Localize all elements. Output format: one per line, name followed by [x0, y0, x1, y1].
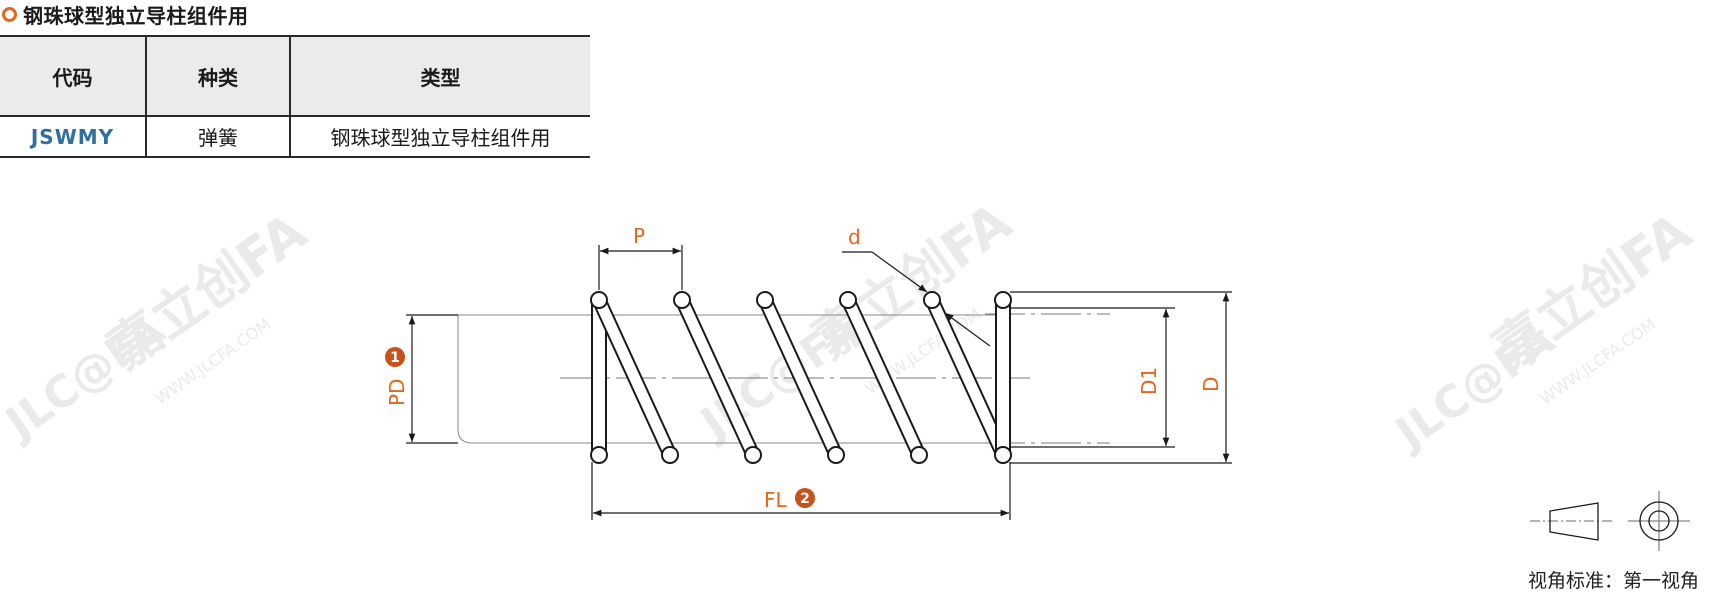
- view-standard-label: 视角标准：第一视角: [1528, 570, 1700, 592]
- badge-pd-number: 1: [390, 350, 400, 366]
- dimension-labels: P d PD D1 D FL: [385, 224, 1223, 512]
- label-d-wire: d: [848, 225, 861, 249]
- badge-fl-number: 2: [800, 491, 810, 507]
- header-code: 代码: [0, 35, 146, 117]
- watermark-right: JLC@FA 嘉立创FA WWW.JLCFA.COM: [1385, 202, 1703, 461]
- header-type: 类型: [289, 35, 590, 117]
- page-title: 钢珠球型独立导柱组件用: [23, 3, 249, 28]
- badge-pd-circle: [385, 347, 405, 367]
- label-p: P: [633, 224, 645, 248]
- table-row: JSWMY 弹簧 钢珠球型独立导柱组件用: [0, 116, 590, 158]
- watermark-left: JLC@FA 嘉立创FA WWW.JLCFA.COM: [0, 202, 317, 451]
- cell-code[interactable]: JSWMY: [0, 116, 146, 158]
- badge-fl-circle: [795, 488, 815, 508]
- spec-table: 代码 种类 类型 JSWMY 弹簧 钢珠球型独立导柱组件用: [0, 35, 590, 158]
- spring-coils: [590, 291, 1012, 464]
- label-pd: PD: [385, 379, 409, 406]
- cell-type: 钢珠球型独立导柱组件用: [289, 116, 590, 158]
- guide-post-outline: [457, 314, 1000, 444]
- label-fl: FL: [764, 488, 788, 512]
- header-kind: 种类: [145, 35, 290, 117]
- table-header-row: 代码 种类 类型: [0, 35, 590, 117]
- wire-dim-leader: [871, 251, 928, 293]
- badge-fl: 2: [795, 488, 815, 508]
- badge-pd: 1: [385, 347, 405, 367]
- dimensions: [406, 245, 1232, 520]
- title-row: 钢珠球型独立导柱组件用: [2, 0, 249, 28]
- first-angle-projection-icon: [1530, 491, 1690, 551]
- ring-bullet-icon: [2, 6, 17, 22]
- label-d1: D1: [1137, 367, 1161, 395]
- label-d: D: [1199, 377, 1223, 392]
- cell-kind: 弹簧: [145, 116, 290, 158]
